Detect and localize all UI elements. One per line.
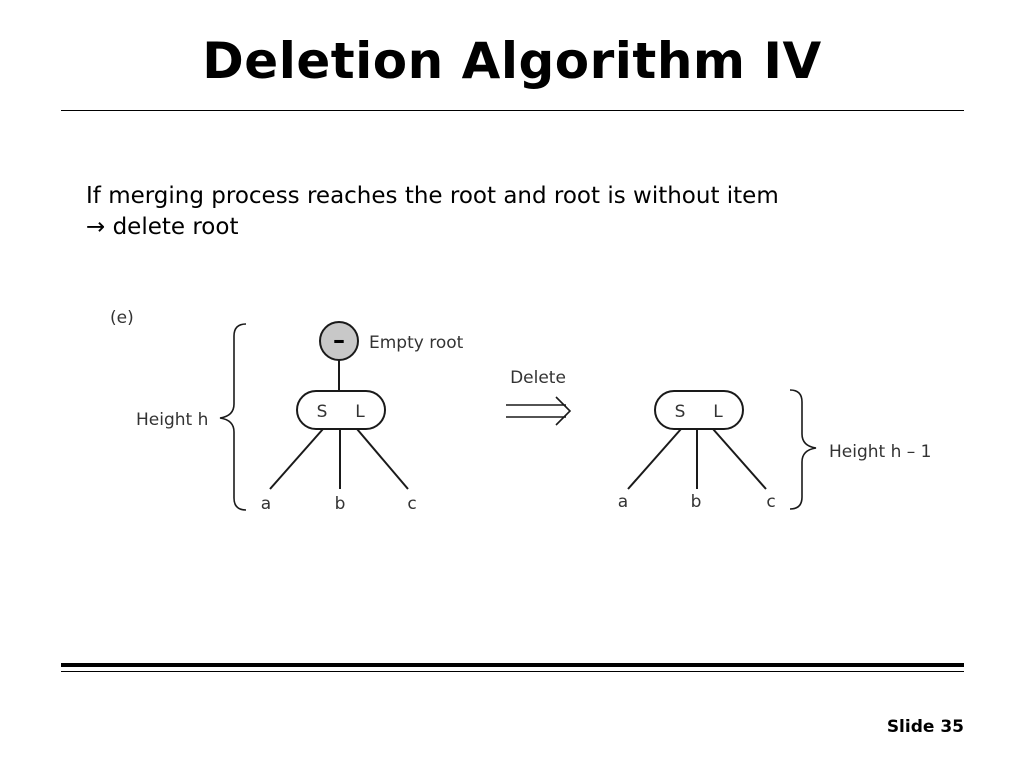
right-edge-c bbox=[712, 428, 767, 490]
slide-number: Slide 35 bbox=[886, 717, 964, 737]
left-child-b: b bbox=[335, 494, 346, 514]
right-sl-node bbox=[654, 390, 744, 430]
title-divider bbox=[61, 110, 964, 111]
right-edge-a bbox=[627, 428, 682, 490]
body-line-2: → delete root bbox=[86, 214, 239, 240]
right-height-label: Height h – 1 bbox=[829, 442, 932, 462]
slide-title: Deletion Algorithm IV bbox=[202, 32, 822, 90]
empty-root-label: Empty root bbox=[369, 333, 464, 353]
left-node-key-s: S bbox=[317, 402, 328, 422]
body-line-1: If merging process reaches the root and … bbox=[86, 183, 779, 209]
body-text: If merging process reaches the root and … bbox=[86, 181, 779, 243]
left-child-a: a bbox=[261, 494, 271, 514]
left-node-key-l: L bbox=[355, 402, 365, 422]
right-child-b: b bbox=[691, 492, 702, 512]
delete-label: Delete bbox=[510, 368, 566, 388]
right-height-brace bbox=[789, 389, 817, 510]
panel-label: (e) bbox=[110, 308, 134, 328]
left-height-brace bbox=[219, 323, 247, 511]
right-node-key-l: L bbox=[713, 402, 723, 422]
left-edge-c bbox=[356, 428, 409, 490]
right-child-c: c bbox=[766, 492, 775, 512]
footer-divider-thick bbox=[61, 663, 964, 667]
left-height-label: Height h bbox=[136, 410, 208, 430]
right-child-a: a bbox=[618, 492, 628, 512]
right-node-key-s: S bbox=[675, 402, 686, 422]
left-edge-a bbox=[269, 428, 324, 490]
empty-root-symbol: – bbox=[333, 326, 345, 354]
left-child-c: c bbox=[407, 494, 416, 514]
delete-arrow-icon bbox=[506, 396, 572, 426]
footer-divider-thin bbox=[61, 671, 964, 672]
left-sl-node bbox=[296, 390, 386, 430]
